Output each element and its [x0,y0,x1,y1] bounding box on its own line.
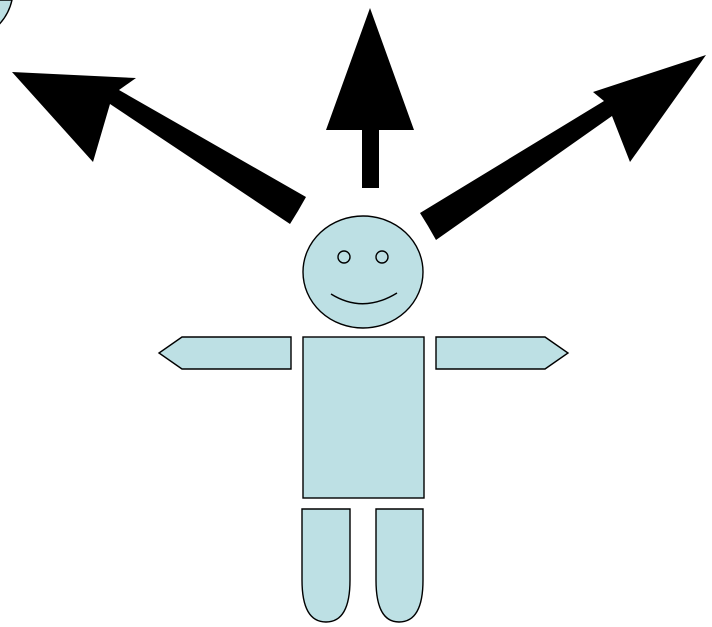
torso [303,337,424,498]
left-eye [338,251,350,263]
arrow-up-right-icon [420,55,706,240]
left-leg [302,509,350,622]
right-arm [436,337,568,369]
partial-circle-shape [0,0,12,40]
right-eye [376,251,388,263]
left-arm [159,337,291,369]
right-leg [376,509,423,622]
head [303,216,423,328]
person-figure [159,216,568,622]
arrow-up-left-icon [12,72,306,224]
arrow-up-icon [326,8,414,188]
arrows-group [12,8,706,240]
